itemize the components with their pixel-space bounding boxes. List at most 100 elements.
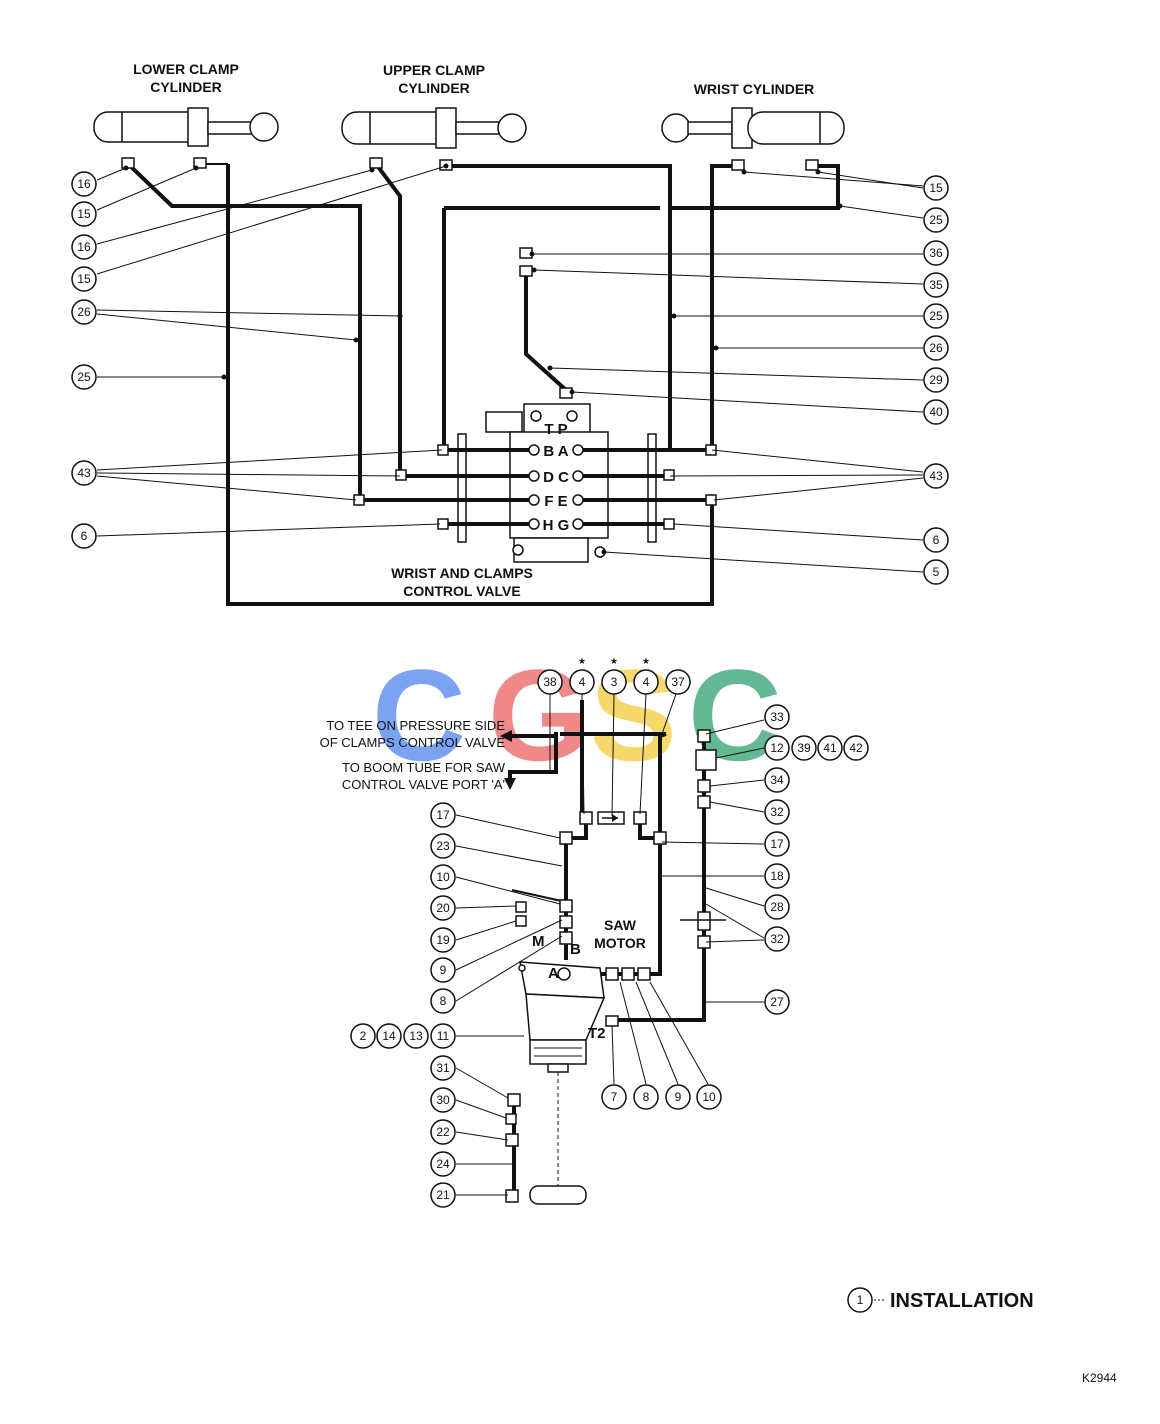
watermark-letter-2: G [488,642,589,788]
wrist-and-clamps-control-valve [353,403,717,563]
top-hoses [126,162,840,606]
callout: 30 [430,1087,456,1113]
callout: 17 [430,802,456,828]
callout-number: 8 [643,1090,650,1104]
arrow-to-tee [500,730,512,742]
callout: 38 [537,669,563,695]
callout-number: 10 [702,1090,716,1104]
callout: 31 [430,1055,456,1081]
top-leader-dots [123,163,843,555]
callout: 10 [696,1084,722,1110]
upper-clamp-title-2: CYLINDER [398,80,470,96]
callout-number: 15 [77,207,91,221]
callout-number: 43 [77,466,91,480]
callout-number: 3 [611,675,618,689]
callout-number: 12 [770,741,784,755]
bottom-left-callouts: 17 23 10 20 19 9 8 11 31 30 22 24 21 2 1… [350,802,456,1208]
callout-number: 25 [929,309,943,323]
callout: 16 [71,171,97,197]
callout: 15 [923,175,949,201]
callout-number: 33 [770,710,784,724]
callout: 25 [923,207,949,233]
saw-motor [518,961,606,1205]
callout-number: 34 [770,773,784,787]
callout: 43 [71,460,97,486]
callout-number: 28 [770,900,784,914]
callout-number: 43 [929,469,943,483]
callout: 3 [601,669,627,695]
bottom-top-callouts: 38 4 3 4 37 * * * [537,655,691,695]
callout: 15 [71,266,97,292]
callout-number: 26 [77,305,91,319]
callout: 25 [71,364,97,390]
callout-number: 6 [933,533,940,547]
lower-clamp-cylinder [93,107,279,147]
callout: 39 [791,735,817,761]
saw-motor-title-2: MOTOR [594,935,646,951]
callout: 11 [430,1023,456,1049]
callout-number: 36 [929,246,943,260]
callout: 43 [923,463,949,489]
callout-number: 17 [770,837,784,851]
callout: 25 [923,303,949,329]
callout: 13 [403,1023,429,1049]
asterisk-mark: * [579,655,585,671]
callout: 37 [665,669,691,695]
asterisk-mark: * [643,655,649,671]
callout-number: 20 [436,901,450,915]
callout: 16 [71,234,97,260]
callout: 2 [350,1023,376,1049]
callout: 14 [376,1023,402,1049]
callout: 10 [430,864,456,890]
motor-port-b: B [570,941,581,958]
callout: 9 [430,957,456,983]
callout: 33 [764,704,790,730]
callout: 8 [633,1084,659,1110]
callout-number: 15 [929,181,943,195]
callout: 28 [764,894,790,920]
callout-number: 7 [611,1090,618,1104]
valve-port-tp: T P [544,421,567,438]
upper-clamp-cylinder [341,107,527,149]
callout-number: 21 [436,1188,450,1202]
wrist-cylinder [661,107,845,149]
callout: 6 [71,523,97,549]
callout-number: 10 [436,870,450,884]
valve-port-hg: H G [543,517,570,534]
callout-number: 19 [436,933,450,947]
watermark-letter-1: C [372,642,466,788]
motor-port-a: A [548,965,559,982]
callout-number: 41 [823,741,837,755]
callout: 41 [817,735,843,761]
watermark-letter-3: S [590,642,677,788]
callout: 42 [843,735,869,761]
callout-number: 4 [643,675,650,689]
callout: 32 [764,799,790,825]
to-boom-note-1: TO BOOM TUBE FOR SAW [342,760,506,775]
callout-number: 9 [440,963,447,977]
bottom-fittings [505,729,726,1203]
figure-code: K2944 [1082,1371,1117,1385]
callout: 9 [665,1084,691,1110]
callout-number: 5 [933,565,940,579]
motor-port-t2: T2 [588,1025,606,1042]
callout: 4 [569,669,595,695]
callout: 4 [633,669,659,695]
callout: 26 [923,335,949,361]
valve-port-ba: B A [543,443,568,460]
top-callouts: 16 15 16 15 26 25 43 6 15 25 36 35 25 26… [71,171,949,585]
legend-text: INSTALLATION [890,1290,1034,1312]
callout-number: 4 [579,675,586,689]
wrist-cylinder-title: WRIST CYLINDER [694,81,815,97]
callout: 8 [430,988,456,1014]
callout: 12 [764,735,790,761]
saw-motor-title-1: SAW [604,917,637,933]
callout: 19 [430,927,456,953]
callout-number: 9 [675,1090,682,1104]
arrow-to-boom [504,778,516,790]
to-tee-note-1: TO TEE ON PRESSURE SIDE [326,718,505,733]
callout-number: 8 [440,994,447,1008]
callout-number: 38 [543,675,557,689]
callout-number: 32 [770,932,784,946]
motor-bottom-callouts: 7 8 9 10 [601,1084,722,1110]
